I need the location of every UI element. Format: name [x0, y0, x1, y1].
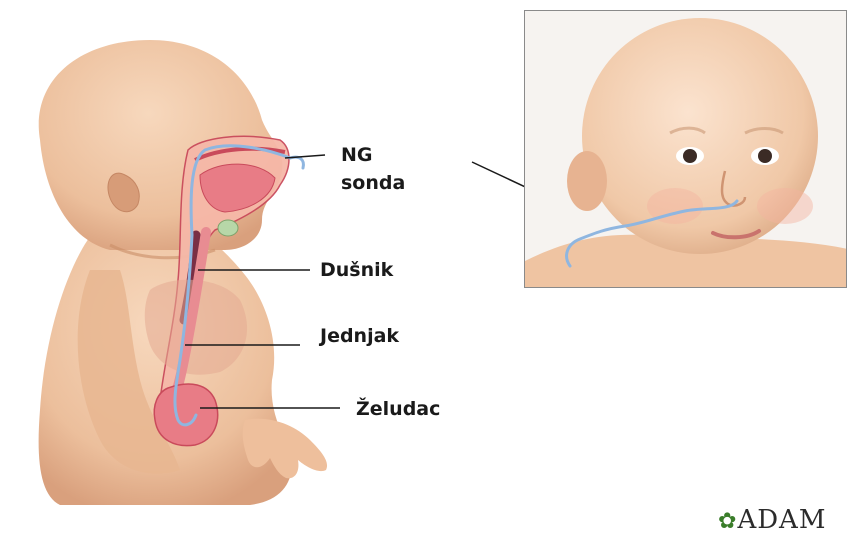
label-trachea: Dušnik [320, 258, 393, 282]
adam-logo: ✿ADAM [718, 505, 826, 535]
inset-pupil-right [758, 149, 772, 163]
inset-cheek-right [757, 188, 813, 224]
inset-photo [524, 10, 847, 288]
flower-icon: ✿ [718, 509, 737, 534]
label-ng-tube-line2: sonda [341, 171, 405, 195]
stomach-organ [154, 384, 217, 446]
logo-text: ADAM [737, 505, 826, 535]
inset-photo-art [525, 11, 847, 288]
label-esophagus: Jednjak [320, 324, 399, 348]
label-ng-tube-line1: NG [341, 143, 373, 167]
ng-tube-tail [290, 157, 303, 168]
inset-ear [567, 151, 607, 211]
inset-pupil-left [683, 149, 697, 163]
gland [218, 220, 238, 236]
label-stomach: Želudac [356, 397, 440, 421]
